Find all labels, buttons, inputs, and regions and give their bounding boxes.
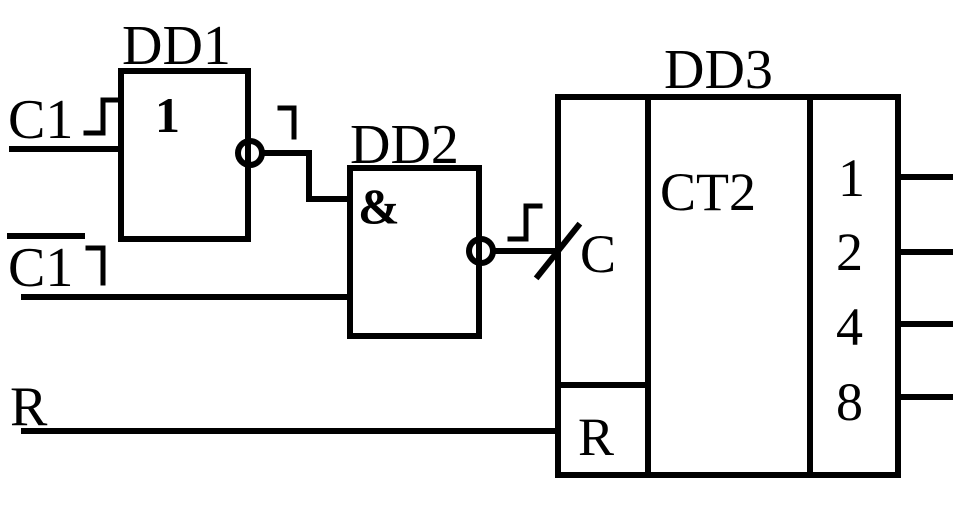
dd1-label: DD1 <box>122 15 231 77</box>
dd3-output-label: 1 <box>838 148 865 208</box>
wire-dd1-to-dd2 <box>259 150 353 202</box>
falling-edge-icon <box>85 245 106 286</box>
dd3-output-label: 8 <box>836 372 863 432</box>
dd2-gate-symbol: & <box>358 178 400 234</box>
rising-edge-icon <box>83 97 119 136</box>
dd3-reset-input-label: R <box>578 407 614 467</box>
input-label-c1: C1 <box>8 89 73 151</box>
dd3-body <box>555 94 901 478</box>
input-label-c1-inverted: C1 <box>8 237 73 299</box>
falling-pulse-icon <box>277 105 297 140</box>
dd3-output-label: 2 <box>836 222 863 282</box>
dd3-label: DD3 <box>664 39 773 101</box>
dd3-clock-input-label: C <box>580 224 616 284</box>
rising-pulse-icon <box>507 203 543 242</box>
dd2-gate-body <box>347 165 482 339</box>
dd1-gate-body <box>118 68 251 242</box>
dd1-gate-symbol: 1 <box>155 87 180 143</box>
dd3-function-label: CT2 <box>660 162 756 222</box>
dd3-output-label: 4 <box>836 297 863 357</box>
input-label-reset: R <box>10 376 48 438</box>
